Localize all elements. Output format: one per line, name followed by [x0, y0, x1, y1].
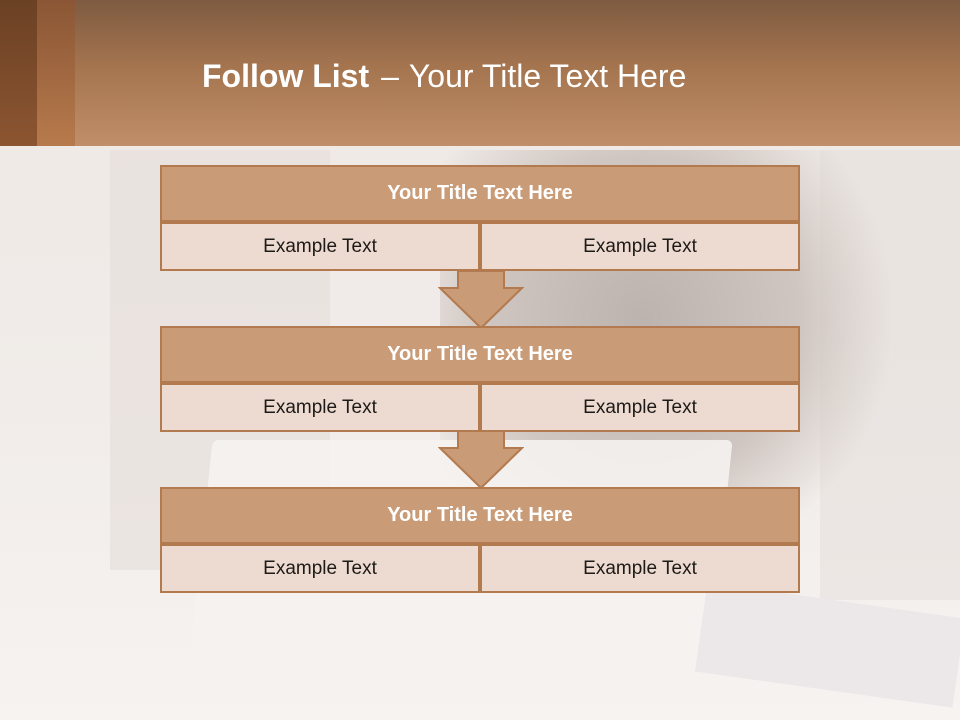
title-separator: –: [381, 58, 399, 94]
step-title: Your Title Text Here: [160, 326, 800, 383]
title-bold: Follow List: [202, 58, 370, 94]
down-arrow-icon: [438, 430, 524, 490]
step-cell-right: Example Text: [480, 383, 800, 432]
step-title: Your Title Text Here: [160, 487, 800, 544]
step-cell-right: Example Text: [480, 544, 800, 593]
down-arrow-icon: [438, 270, 524, 330]
title-rest: Your Title Text Here: [408, 58, 687, 94]
step-block-1: Your Title Text Here Example Text Exampl…: [160, 165, 800, 271]
step-cell-left: Example Text: [160, 544, 480, 593]
papers-image: [695, 582, 960, 708]
step-block-3: Your Title Text Here Example Text Exampl…: [160, 487, 800, 593]
step-cell-left: Example Text: [160, 383, 480, 432]
header-band: Follow List–Your Title Text Here: [0, 0, 960, 146]
header-accent-bar: [0, 0, 37, 146]
step-block-2: Your Title Text Here Example Text Exampl…: [160, 326, 800, 432]
step-title: Your Title Text Here: [160, 165, 800, 222]
step-cell-right: Example Text: [480, 222, 800, 271]
slide-title: Follow List–Your Title Text Here: [202, 56, 686, 96]
header-accent-bar: [37, 0, 75, 146]
step-cell-left: Example Text: [160, 222, 480, 271]
